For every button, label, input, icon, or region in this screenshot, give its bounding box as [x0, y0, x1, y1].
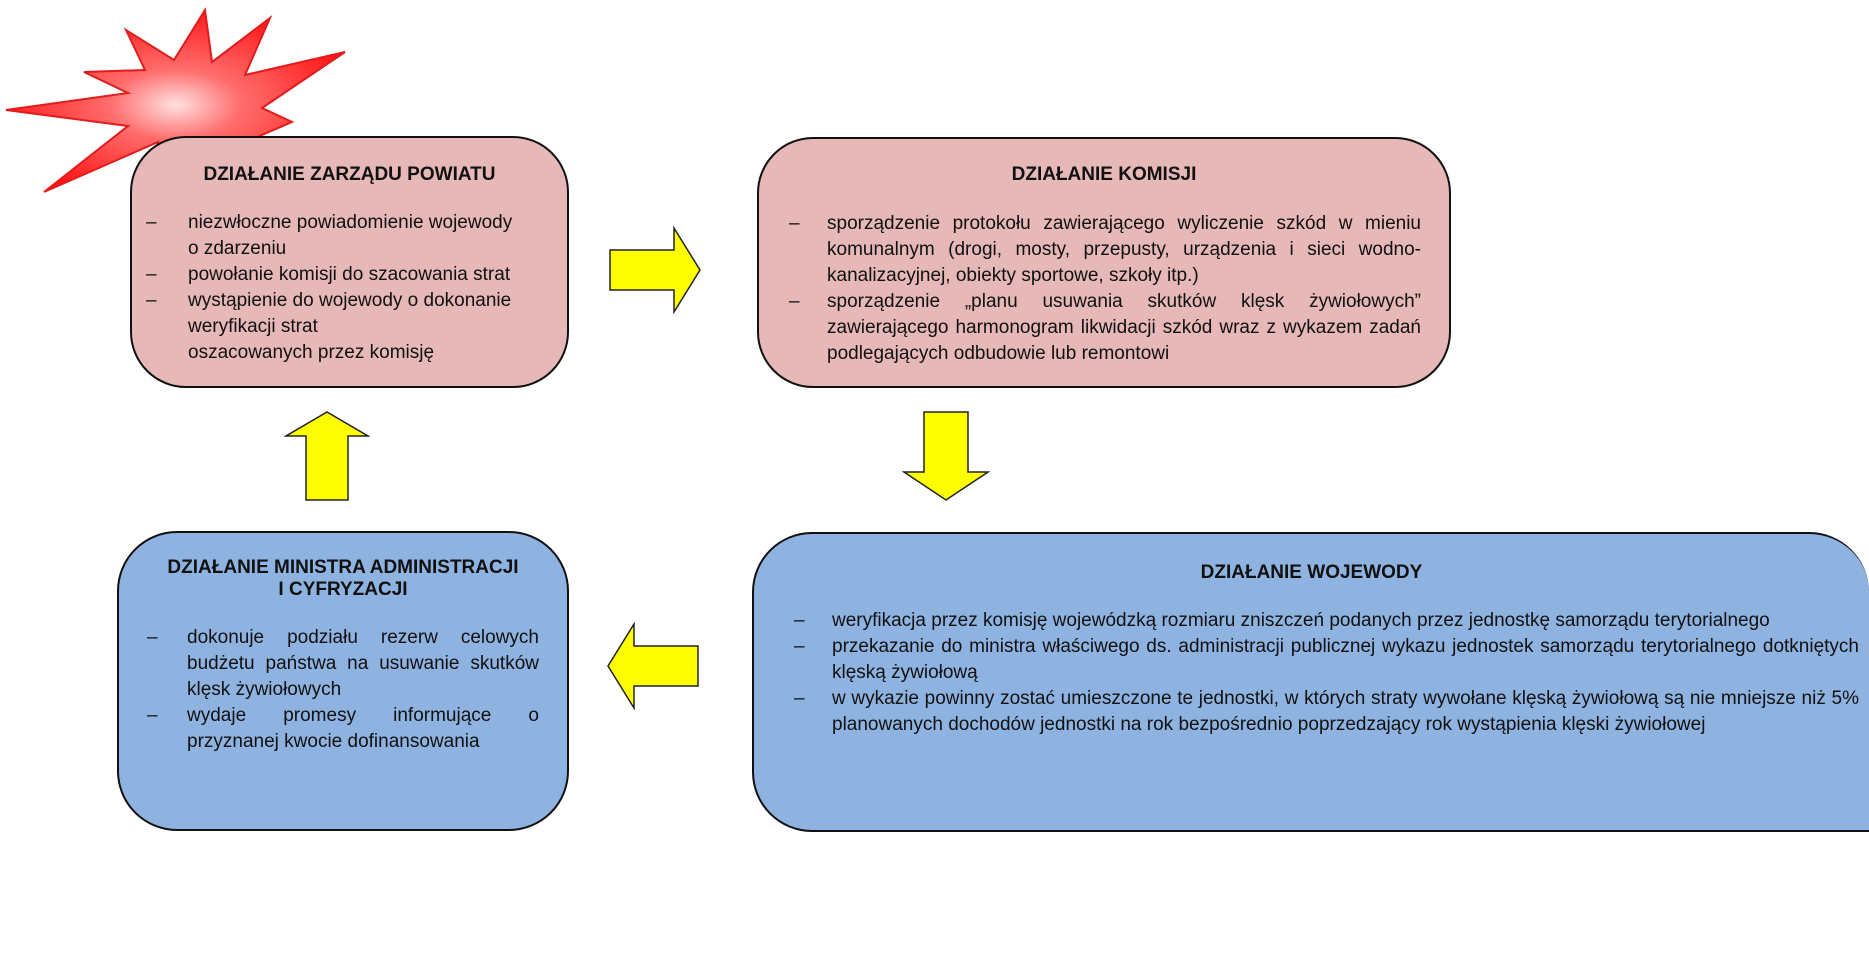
- box-title: DZIAŁANIE KOMISJI: [1011, 164, 1197, 185]
- list-item: –wydaje promesy informujące o przyznanej…: [147, 705, 539, 752]
- list-item: –przekazanie do ministra właściwego ds. …: [794, 636, 1859, 683]
- list-item: –niezwłoczne powiadomienie wojewody: [146, 212, 513, 233]
- box-title: DZIAŁANIE MINISTRA ADMINISTRACJI I CYFRY…: [167, 557, 519, 600]
- box-wojewody: DZIAŁANIE WOJEWODY –weryfikacja przez ko…: [752, 532, 1869, 832]
- box-komisji: DZIAŁANIE KOMISJI –sporządzenie protokoł…: [757, 137, 1451, 388]
- arrow-up-icon: [284, 410, 370, 502]
- action-list: –dokonuje podziału rezerw celowych budże…: [119, 625, 567, 755]
- arrow-right-icon: [608, 226, 702, 314]
- list-item: –dokonuje podziału rezerw celowych budże…: [147, 627, 539, 700]
- arrow-down-icon: [902, 410, 990, 502]
- list-item-continuation: weryfikacji strat: [188, 316, 318, 337]
- list-item-continuation: oszacowanych przez komisję: [188, 342, 435, 363]
- list-item: –wystąpienie do wojewody o dokonanie: [146, 290, 512, 311]
- box-zarzad-powiatu: DZIAŁANIE ZARZĄDU POWIATU –niezwłoczne p…: [130, 136, 569, 388]
- list-item: –sporządzenie protokołu zawierającego wy…: [789, 213, 1421, 286]
- list-item: –powołanie komisji do szacowania strat: [146, 264, 511, 285]
- list-item: –sporządzenie „planu usuwania skutków kl…: [789, 291, 1421, 364]
- action-list: –niezwłoczne powiadomienie wojewody o zd…: [132, 210, 567, 366]
- list-item-continuation: o zdarzeniu: [188, 238, 287, 259]
- action-list: –weryfikacja przez komisję wojewódzką ro…: [754, 608, 1869, 738]
- box-ministra: DZIAŁANIE MINISTRA ADMINISTRACJI I CYFRY…: [117, 531, 569, 831]
- box-title: DZIAŁANIE WOJEWODY: [1200, 562, 1423, 583]
- action-list: –sporządzenie protokołu zawierającego wy…: [759, 211, 1449, 367]
- list-item: –weryfikacja przez komisję wojewódzką ro…: [794, 610, 1770, 631]
- box-title: DZIAŁANIE ZARZĄDU POWIATU: [203, 164, 496, 185]
- arrow-left-icon: [606, 622, 700, 710]
- list-item: –w wykazie powinny zostać umieszczone te…: [794, 688, 1859, 735]
